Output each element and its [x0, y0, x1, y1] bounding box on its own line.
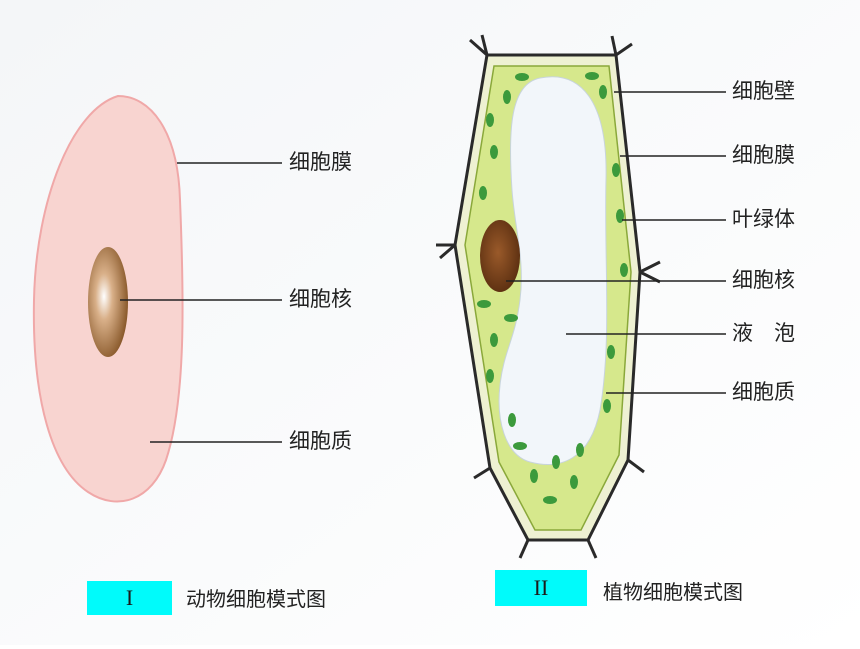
plant-vacuole	[498, 76, 608, 465]
animal-cell	[32, 94, 282, 503]
plant-cell	[436, 34, 726, 559]
animal-label-nucleus: 细胞核	[289, 287, 352, 311]
plant-label-vacuole: 液 泡	[732, 321, 795, 345]
plant-label-cytoplasm: 细胞质	[732, 380, 795, 404]
wall-junctions	[436, 34, 661, 559]
plant-label-chloroplast: 叶绿体	[732, 207, 795, 231]
plant-badge: II	[495, 570, 587, 606]
plant-label-nucleus: 细胞核	[732, 268, 795, 292]
plant-nucleus	[480, 220, 520, 292]
animal-label-cytoplasm: 细胞质	[289, 429, 352, 453]
animal-nucleus	[88, 247, 128, 357]
plant-label-membrane: 细胞膜	[732, 143, 795, 167]
plant-caption: 植物细胞模式图	[603, 580, 743, 604]
animal-badge: I	[87, 581, 172, 615]
animal-label-membrane: 细胞膜	[289, 150, 352, 174]
animal-caption: 动物细胞模式图	[186, 587, 326, 611]
plant-label-wall: 细胞壁	[732, 79, 795, 103]
